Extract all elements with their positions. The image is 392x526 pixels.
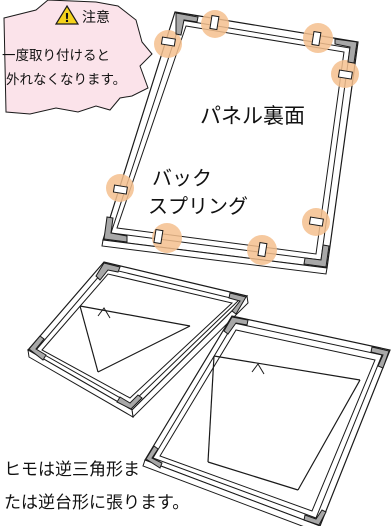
hanging-string — [79, 305, 191, 373]
frame-triangle-string — [27, 261, 249, 419]
back-spring-label-line-2: スプリング — [148, 194, 248, 218]
caption-line-1: ヒモは逆三角形ま — [4, 460, 140, 480]
warning-bubble-shape — [3, 0, 153, 115]
caption-line-2: たは逆台形に張ります。 — [4, 493, 189, 513]
hanging-string — [207, 355, 361, 491]
corner-brackets — [103, 12, 358, 268]
corner-bracket — [303, 244, 330, 268]
corner-bracket — [334, 38, 358, 64]
corner-bracket — [103, 216, 128, 243]
warning-line-2: 外れなくなります。 — [6, 72, 126, 88]
back-spring-label-line-1: バック — [152, 166, 212, 190]
warning-bubble: ! 注意 一度取り付けると 外れなくなります。 — [2, 0, 153, 115]
back-spring-clips — [112, 15, 353, 258]
panel-back-label: パネル裏面 — [200, 104, 305, 128]
warning-line-1: 一度取り付けると — [2, 48, 110, 64]
svg-text:!: ! — [64, 11, 69, 25]
warning-title: 注意 — [82, 9, 110, 26]
corner-bracket — [175, 12, 199, 36]
frame-trapezoid-string — [142, 315, 391, 526]
warning-icon: ! — [54, 4, 80, 25]
top-panel: パネル裏面 バック スプリング — [101, 10, 359, 275]
